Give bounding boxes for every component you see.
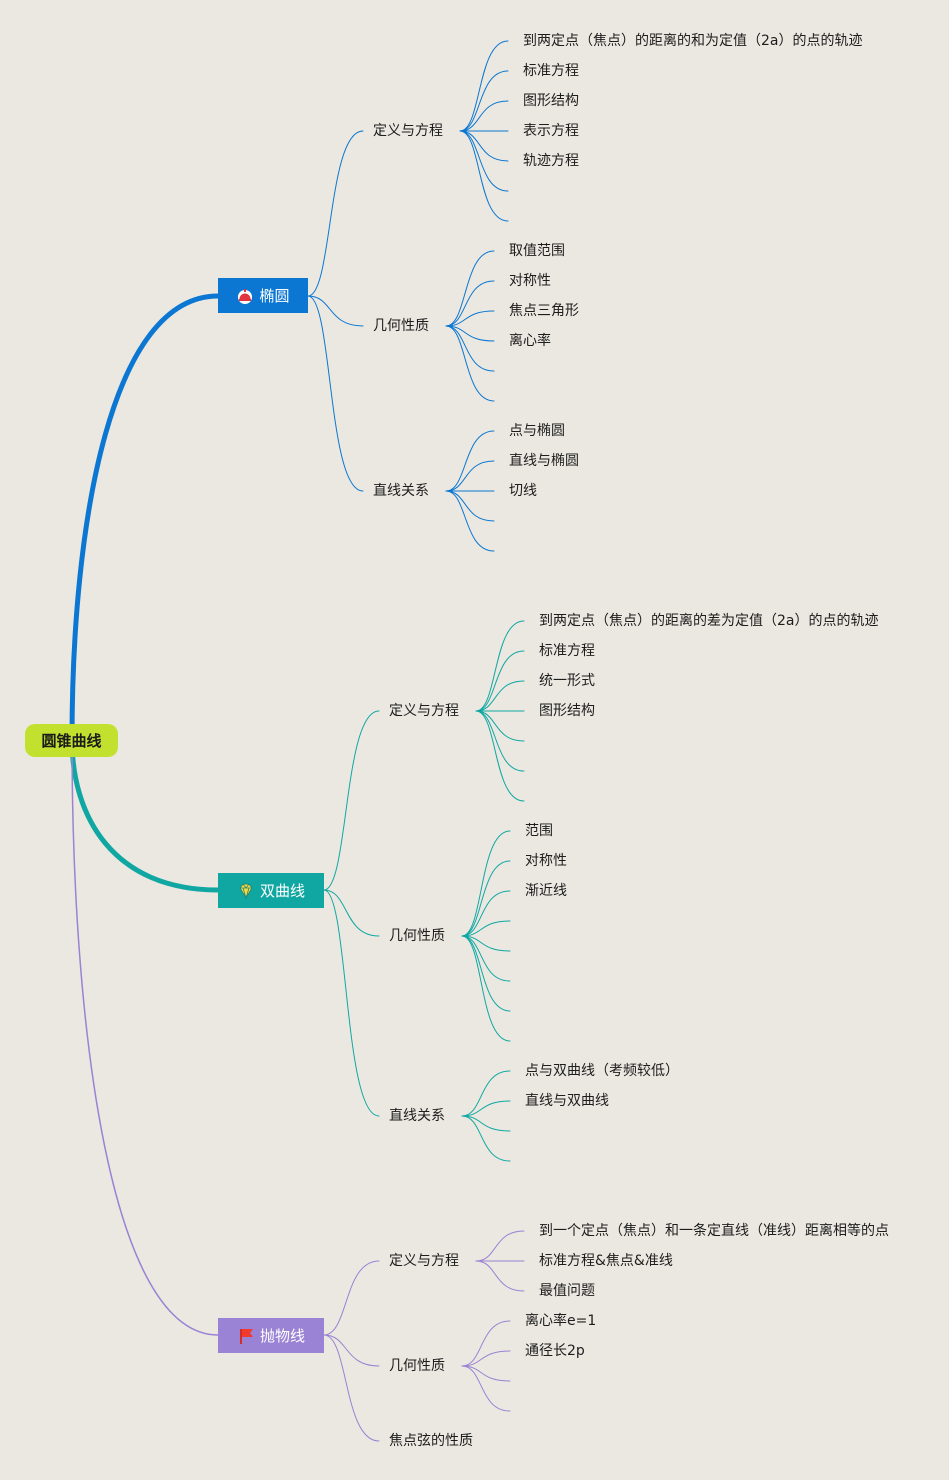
branch-2-connector-0 xyxy=(323,1260,380,1336)
leaf-connector xyxy=(445,325,495,342)
branch-0[interactable]: 椭圆 xyxy=(218,278,308,313)
leaf-item[interactable]: 标准方程 xyxy=(523,63,579,79)
sub-topic[interactable]: 直线关系 xyxy=(389,1108,445,1124)
leaf-connector xyxy=(459,130,509,192)
leaf-item[interactable]: 切线 xyxy=(509,483,537,499)
leaf-connector xyxy=(461,1070,511,1117)
leaf-item[interactable]: 点与椭圆 xyxy=(509,423,565,439)
leaf-item[interactable]: 通径长2p xyxy=(525,1343,585,1359)
root-connector-2 xyxy=(71,739,219,1336)
leaf-item[interactable]: 到一个定点（焦点）和一条定直线（准线）距离相等的点 xyxy=(539,1223,889,1239)
leaf-connector xyxy=(461,1350,511,1367)
leaf-connector xyxy=(475,710,525,802)
leaf-connector xyxy=(445,430,495,492)
leaf-connector xyxy=(461,935,511,1042)
leaf-item[interactable]: 图形结构 xyxy=(523,93,579,109)
leaf-connector xyxy=(461,860,511,937)
leaf-connector xyxy=(459,130,509,162)
sub-topic[interactable]: 几何性质 xyxy=(389,928,445,944)
root-connector-0 xyxy=(69,293,221,743)
leaf-connector xyxy=(445,310,495,327)
leaf-connector xyxy=(445,490,495,552)
leaf-connector xyxy=(461,1115,511,1162)
branch-0-connector-0 xyxy=(307,130,364,297)
leaf-item[interactable]: 对称性 xyxy=(525,853,567,869)
leaf-connector xyxy=(459,100,509,132)
leaf-item[interactable]: 统一形式 xyxy=(539,673,595,689)
sub-topic[interactable]: 定义与方程 xyxy=(389,703,459,719)
leaf-connector xyxy=(461,935,511,1012)
flag-icon xyxy=(237,1327,255,1345)
branch-0-connector-1 xyxy=(307,295,364,327)
leaf-connector xyxy=(461,1365,511,1382)
branch-1[interactable]: 双曲线 xyxy=(218,873,324,908)
leaf-item[interactable]: 对称性 xyxy=(509,273,551,289)
root-label: 圆锥曲线 xyxy=(41,732,102,750)
leaf-connector xyxy=(475,620,525,712)
leaf-connector xyxy=(475,710,525,772)
branch-2-connector-2 xyxy=(323,1334,380,1442)
sub-topic[interactable]: 定义与方程 xyxy=(389,1253,459,1269)
leaf-connector xyxy=(475,710,525,742)
leaf-connector xyxy=(461,1320,511,1367)
leaf-item[interactable]: 标准方程 xyxy=(539,643,595,659)
leaf-connector xyxy=(461,1115,511,1132)
dome-icon xyxy=(236,287,254,305)
sub-topic[interactable]: 焦点弦的性质 xyxy=(389,1433,473,1449)
leaf-item[interactable]: 焦点三角形 xyxy=(509,303,579,319)
leaf-connector xyxy=(461,935,511,982)
leaf-connector xyxy=(475,1230,525,1262)
leaf-item[interactable]: 点与双曲线（考频较低） xyxy=(525,1063,679,1079)
leaf-item[interactable]: 离心率e=1 xyxy=(525,1313,597,1329)
leaf-connector xyxy=(461,1100,511,1117)
leaf-item[interactable]: 取值范围 xyxy=(509,243,565,259)
leaf-connector xyxy=(475,650,525,712)
branch-label: 椭圆 xyxy=(259,287,290,305)
branch-1-connector-0 xyxy=(323,710,380,891)
branch-0-connector-2 xyxy=(307,295,364,492)
sub-topic[interactable]: 直线关系 xyxy=(373,483,429,499)
leaf-connector xyxy=(461,890,511,937)
leaf-connector xyxy=(445,490,495,522)
leaf-connector xyxy=(445,460,495,492)
branch-1-connector-1 xyxy=(323,889,380,937)
leaf-item[interactable]: 直线与双曲线 xyxy=(525,1093,609,1109)
leaf-item[interactable]: 最值问题 xyxy=(539,1283,595,1299)
branch-label: 抛物线 xyxy=(259,1327,305,1345)
leaf-connector xyxy=(459,130,509,222)
branch-2-connector-1 xyxy=(323,1334,380,1367)
leaf-connector xyxy=(461,935,511,952)
branch-label: 双曲线 xyxy=(259,882,305,900)
leaf-item[interactable]: 范围 xyxy=(525,823,553,839)
leaf-connector xyxy=(461,920,511,937)
leaf-connector xyxy=(461,830,511,937)
leaf-connector xyxy=(459,70,509,132)
leaf-item[interactable]: 离心率 xyxy=(509,333,551,349)
sub-topic[interactable]: 几何性质 xyxy=(373,318,429,334)
leaf-connector xyxy=(445,250,495,327)
leaf-item[interactable]: 表示方程 xyxy=(523,123,579,139)
leaf-item[interactable]: 到两定点（焦点）的距离的和为定值（2a）的点的轨迹 xyxy=(523,33,863,49)
leaf-connector xyxy=(445,280,495,327)
leaf-item[interactable]: 图形结构 xyxy=(539,703,595,719)
leaf-connector xyxy=(461,1365,511,1412)
branch-1-connector-2 xyxy=(323,889,380,1117)
leaf-item[interactable]: 直线与椭圆 xyxy=(509,453,579,469)
diamond-icon xyxy=(237,882,255,900)
root-connector-1 xyxy=(69,737,221,893)
leaf-connector xyxy=(459,40,509,132)
branch-2[interactable]: 抛物线 xyxy=(218,1318,324,1353)
leaf-connector xyxy=(445,325,495,402)
sub-topic[interactable]: 定义与方程 xyxy=(373,123,443,139)
leaf-connector xyxy=(475,1260,525,1292)
sub-topic[interactable]: 几何性质 xyxy=(389,1358,445,1374)
leaf-item[interactable]: 渐近线 xyxy=(525,883,567,899)
leaf-item[interactable]: 轨迹方程 xyxy=(523,153,579,169)
leaf-item[interactable]: 标准方程&焦点&准线 xyxy=(539,1253,673,1269)
root-node[interactable]: 圆锥曲线 xyxy=(25,724,118,757)
leaf-connector xyxy=(475,680,525,712)
leaf-connector xyxy=(445,325,495,372)
leaf-item[interactable]: 到两定点（焦点）的距离的差为定值（2a）的点的轨迹 xyxy=(539,613,879,629)
